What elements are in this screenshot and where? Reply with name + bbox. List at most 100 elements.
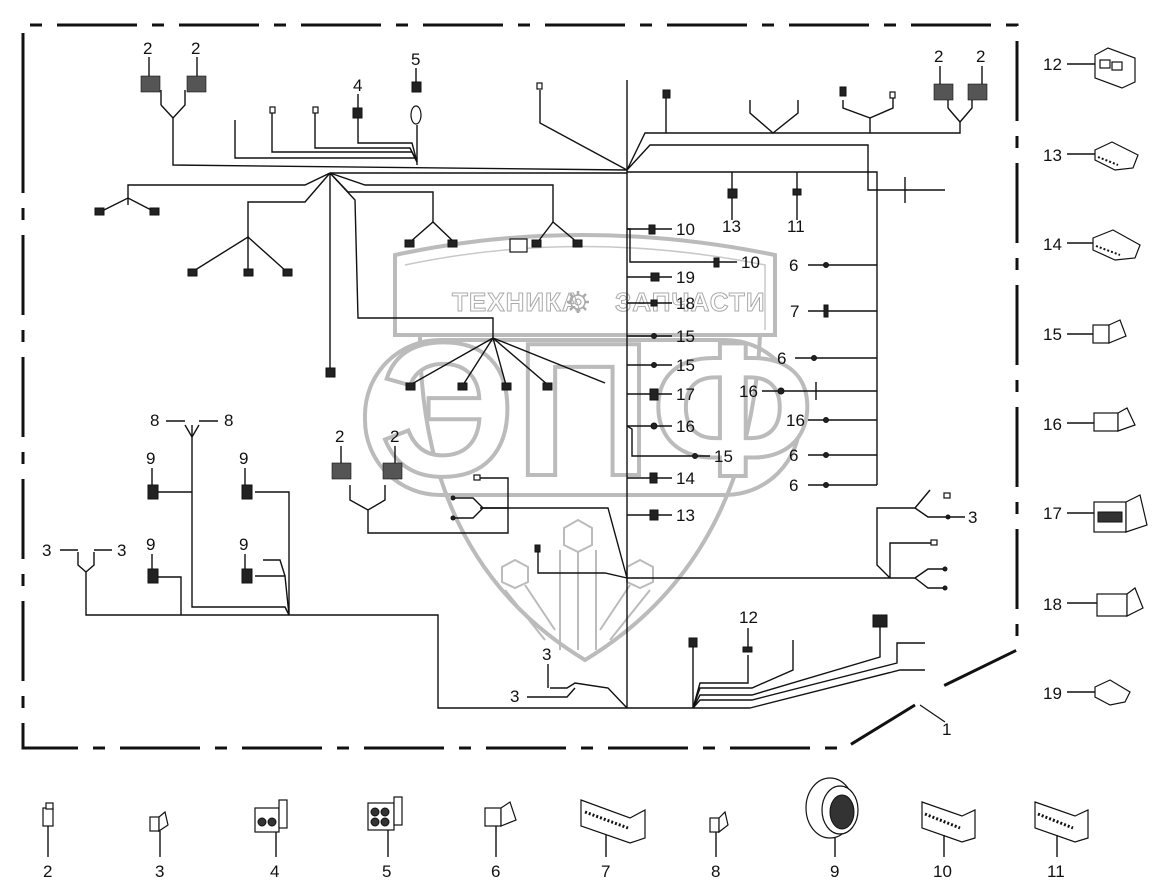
callout-16: 16: [739, 382, 758, 401]
callout-10: 10: [676, 220, 695, 239]
callout-7: 7: [790, 302, 799, 321]
callout-15: 15: [676, 356, 695, 375]
callout-19: 19: [676, 268, 695, 287]
legend-item-5[interactable]: 5: [367, 796, 403, 881]
callout-8: 8: [224, 411, 233, 430]
connector-12-icon: [1094, 47, 1136, 89]
legend-number: 15: [1043, 325, 1062, 344]
callout-6: 6: [777, 349, 786, 368]
connector-19-icon: [1094, 679, 1131, 706]
legend-item-15[interactable]: 15: [1043, 319, 1127, 344]
callout-15: 15: [676, 327, 695, 346]
terminal-8-icon: [709, 810, 729, 834]
legend-item-9[interactable]: 9: [805, 777, 859, 881]
callouts: 2 2 4 5 2 2 13 11 10 10 19 18 15 15 17 1…: [42, 39, 985, 706]
connector-13-icon: [1094, 141, 1139, 171]
harness-label: 1: [942, 720, 951, 739]
legend-number: 19: [1043, 684, 1062, 703]
callout-3: 3: [968, 508, 977, 527]
callout-11: 11: [787, 217, 805, 236]
legend-number: 17: [1043, 504, 1062, 523]
legend-item-3[interactable]: 3: [149, 810, 169, 881]
legend-item-4[interactable]: 4: [254, 799, 288, 881]
round-connector-9-icon: [805, 777, 859, 839]
legend-number: 8: [711, 862, 720, 881]
connector-6-icon: [484, 801, 517, 827]
legend-item-10[interactable]: 10: [921, 801, 976, 881]
legend-number: 2: [43, 862, 52, 881]
legend-number: 4: [270, 862, 279, 881]
legend-item-11[interactable]: 11: [1034, 801, 1089, 881]
callout-4: 4: [353, 76, 362, 95]
callout-8: 8: [150, 411, 159, 430]
callout-3: 3: [117, 541, 126, 560]
watermark-left-text: ТЕХНИКА: [452, 287, 582, 317]
legend-item-8[interactable]: 8: [709, 810, 729, 881]
callout-9: 9: [146, 535, 155, 554]
gear-icon: [567, 291, 589, 313]
watermark-logo: ЭПФ: [380, 304, 814, 516]
callout-16: 16: [786, 411, 805, 430]
callout-12: 12: [739, 608, 758, 627]
callout-9: 9: [239, 449, 248, 468]
callout-6: 6: [789, 256, 798, 275]
callout-17: 17: [676, 385, 695, 404]
connector-4-icon: [254, 799, 288, 833]
connector-5-icon: [367, 796, 403, 831]
connector-18-icon: [1096, 587, 1144, 617]
legend-number: 7: [601, 862, 610, 881]
callout-3: 3: [42, 541, 51, 560]
legend-item-16[interactable]: 16: [1043, 407, 1136, 434]
callout-18: 18: [676, 294, 695, 313]
callout-2: 2: [191, 39, 200, 58]
legend-item-13[interactable]: 13: [1043, 141, 1139, 171]
legend-number: 13: [1043, 146, 1062, 165]
connector-2-icon: [42, 802, 54, 827]
callout-3: 3: [510, 687, 519, 706]
legend-number: 12: [1043, 55, 1062, 74]
callout-9: 9: [146, 449, 155, 468]
connector-7-icon: [580, 799, 646, 844]
harness-frame: 1: [21, 23, 1019, 750]
legend-number: 3: [155, 862, 164, 881]
legend-item-14[interactable]: 14: [1043, 229, 1141, 261]
legend-item-6[interactable]: 6: [484, 801, 517, 881]
legend-number: 14: [1043, 235, 1062, 254]
callout-2: 2: [976, 47, 985, 66]
watermark: ТЕХНИКА ЗАПЧАСТИ ЭПФ: [363, 233, 816, 663]
legend-bottom: 2 3 4 5: [42, 777, 1089, 881]
legend-right: 12 13 14 15: [1043, 47, 1148, 706]
harness-connectors: [94, 75, 988, 653]
watermark-right-text: ЗАПЧАСТИ: [615, 287, 766, 317]
connector-17-icon: [1093, 494, 1148, 533]
terminal-3-icon: [149, 810, 169, 833]
callout-16: 16: [676, 417, 695, 436]
legend-item-19[interactable]: 19: [1043, 679, 1131, 706]
connector-16-icon: [1093, 407, 1136, 432]
watermark-oval: [363, 338, 802, 497]
callout-14: 14: [676, 469, 695, 488]
legend-item-2[interactable]: 2: [42, 802, 54, 881]
callout-5: 5: [411, 50, 420, 69]
callout-13: 13: [676, 506, 695, 525]
legend-number: 10: [933, 862, 952, 881]
callout-13: 13: [722, 217, 741, 236]
legend-number: 16: [1043, 415, 1062, 434]
callout-6: 6: [789, 446, 798, 465]
legend-number: 18: [1043, 595, 1062, 614]
legend-number: 9: [830, 862, 839, 881]
legend-item-12[interactable]: 12: [1043, 47, 1136, 89]
legend-item-18[interactable]: 18: [1043, 587, 1144, 617]
callout-3: 3: [542, 645, 551, 664]
legend-number: 11: [1047, 862, 1065, 881]
callout-6: 6: [789, 476, 798, 495]
legend-item-7[interactable]: 7: [580, 799, 646, 881]
connector-15-icon: [1092, 319, 1127, 344]
legend-number: 5: [382, 862, 391, 881]
watermark-wheat: [501, 518, 654, 650]
callout-2: 2: [143, 39, 152, 58]
legend-item-17[interactable]: 17: [1043, 494, 1148, 533]
callout-2: 2: [934, 47, 943, 66]
callout-2: 2: [335, 427, 344, 446]
